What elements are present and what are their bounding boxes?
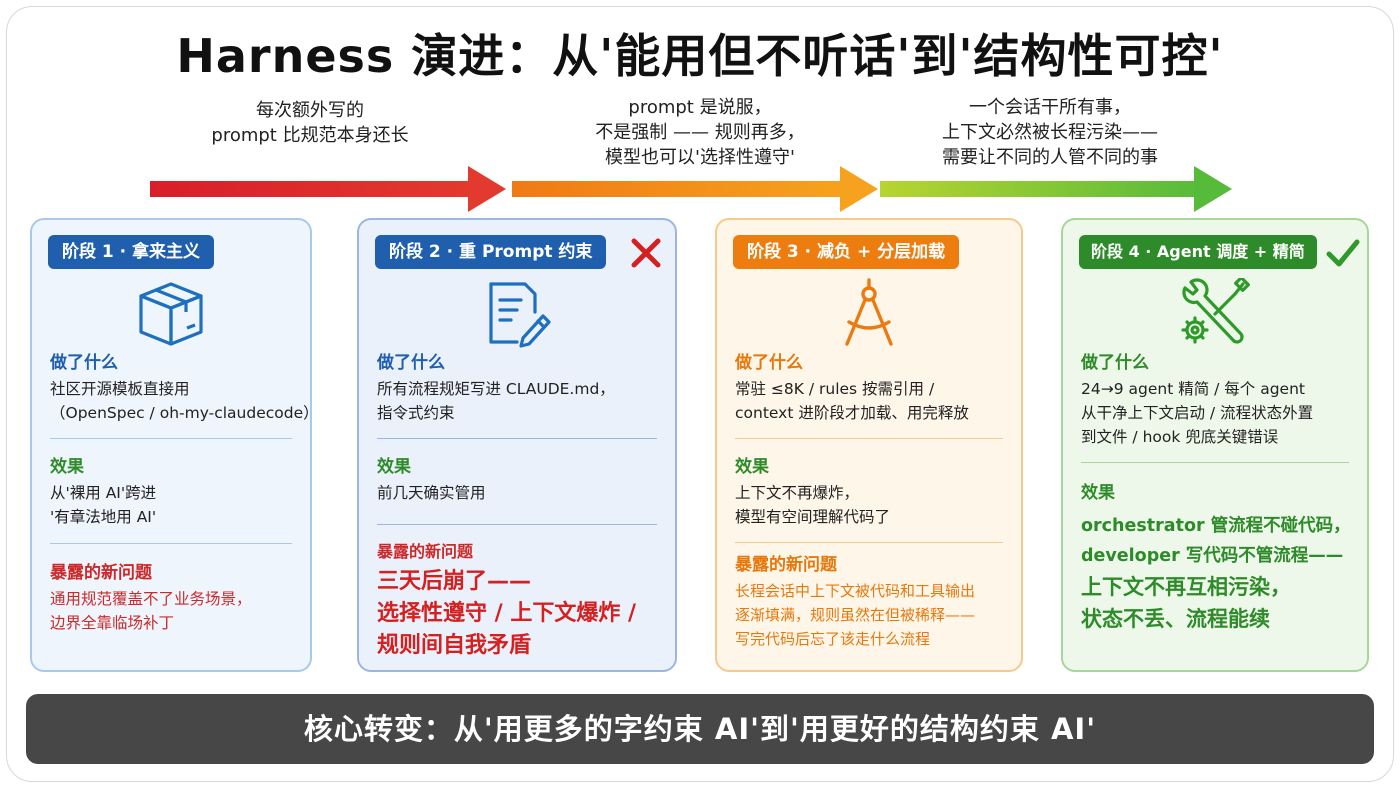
issue-section: 暴露的新问题 通用规范覆盖不了业务场景， 边界全靠临场补丁 — [50, 563, 252, 632]
divider — [50, 543, 292, 544]
document-edit-icon — [489, 282, 551, 348]
stage-badge: 阶段 3 · 减负 + 分层加载 — [733, 235, 960, 269]
stage-card-2: 阶段 2 · 重 Prompt 约束 做了什么 所有流程规矩写进 CLAUDE.… — [357, 218, 677, 672]
divider — [735, 438, 1003, 439]
divider — [377, 438, 657, 439]
stage-card-4: 阶段 4 · Agent 调度 + 精简 做了什么 24→9 agent 精简 … — [1061, 218, 1369, 672]
effect-section: 效果 上下文不再爆炸， 模型有空间理解代码了 — [735, 457, 891, 526]
transition-note-3: 一个会话干所有事， 上下文必然被长程污染—— 需要让不同的人管不同的事 — [942, 97, 1158, 168]
effect-section: 效果 前几天确实管用 — [377, 457, 486, 502]
box-icon — [139, 282, 203, 346]
success-check-icon — [1326, 239, 1360, 267]
transition-note-2: prompt 是说服， 不是强制 —— 规则再多， 模型也可以'选择性遵守' — [595, 97, 805, 168]
compass-icon — [845, 278, 893, 346]
stage-badge: 阶段 4 · Agent 调度 + 精简 — [1079, 235, 1317, 269]
divider — [50, 438, 292, 439]
did-section: 做了什么 所有流程规矩写进 CLAUDE.md， 指令式约束 — [377, 353, 615, 422]
did-section: 做了什么 社区开源模板直接用 （OpenSpec / oh-my-claudec… — [50, 353, 319, 422]
conclusion-banner: 核心转变：从'用更多的字约束 AI'到'用更好的结构约束 AI' — [26, 694, 1374, 764]
transition-note-1: 每次额外写的 prompt 比规范本身还长 — [211, 100, 409, 146]
diagram-title: Harness 演进：从'能用但不听话'到'结构性可控' — [176, 29, 1224, 83]
stage-badge: 阶段 2 · 重 Prompt 约束 — [375, 235, 607, 269]
did-section: 做了什么 常驻 ≤8K / rules 按需引用 / context 进阶段才加… — [735, 353, 969, 422]
transition-arrow-2 — [512, 166, 878, 212]
divider — [1081, 462, 1349, 463]
transition-arrow-1 — [150, 166, 506, 212]
issue-section: 暴露的新问题 三天后崩了—— 选择性遵守 / 上下文爆炸 / 规则间自我矛盾 — [377, 542, 637, 658]
divider — [735, 542, 1003, 543]
effect-section: 效果 从'裸用 AI'跨进 '有章法地用 AI' — [50, 457, 157, 526]
failed-x-icon — [631, 238, 661, 268]
stage-card-3: 阶段 3 · 减负 + 分层加载 做了什么 常驻 ≤8K / rules 按需引… — [715, 218, 1023, 672]
effect-section: 效果 orchestrator 管流程不碰代码， developer 写代码不管… — [1081, 483, 1351, 631]
divider — [377, 524, 657, 525]
stage-badge: 阶段 1 · 拿来主义 — [48, 235, 215, 269]
transition-arrow-3 — [880, 166, 1232, 212]
issue-section: 暴露的新问题 长程会话中上下文被代码和工具输出 逐渐填满，规则虽然在但被稀释——… — [735, 555, 976, 648]
stage-card-1: 阶段 1 · 拿来主义 做了什么 社区开源模板直接用 （OpenSpec / o… — [30, 218, 319, 672]
did-section: 做了什么 24→9 agent 精简 / 每个 agent 从干净上下文启动 /… — [1081, 353, 1314, 446]
tools-gear-icon — [1181, 278, 1250, 344]
